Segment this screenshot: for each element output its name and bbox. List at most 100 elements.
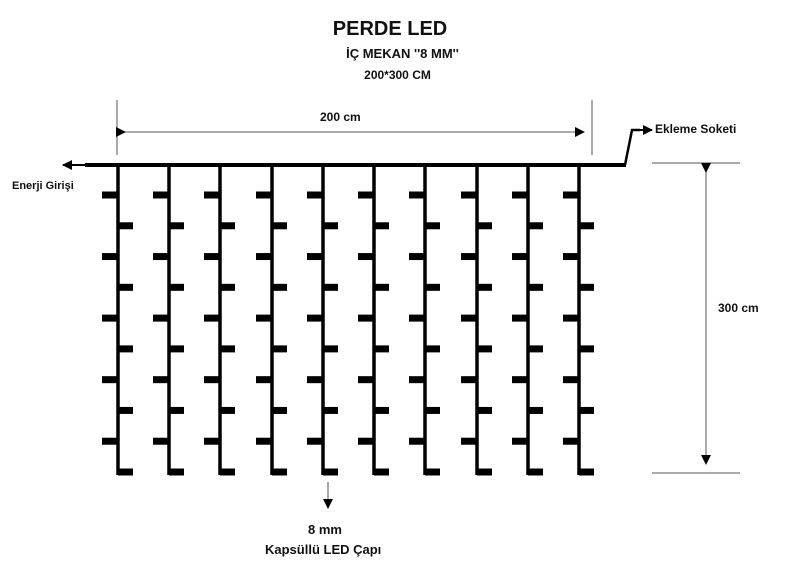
led-bulb <box>323 283 338 291</box>
led-bulb <box>256 437 271 445</box>
led-bulb <box>425 406 440 414</box>
led-bulb <box>579 222 594 230</box>
led-bulb <box>323 345 338 353</box>
subtitle: İÇ MEKAN ''8 MM'' <box>346 46 459 61</box>
led-bulb <box>579 345 594 353</box>
led-bulb <box>358 437 373 445</box>
led-bulb <box>220 222 235 230</box>
led-bulb <box>153 437 168 445</box>
led-bulb <box>169 345 184 353</box>
led-caption: Kapsüllü LED Çapı <box>265 542 382 557</box>
led-bulb <box>204 376 219 384</box>
size-label: 200*300 CM <box>364 68 431 82</box>
led-bulb <box>102 191 117 199</box>
led-strand <box>512 165 543 476</box>
led-bulb <box>169 468 184 476</box>
led-bulb <box>102 437 117 445</box>
led-bulb <box>528 345 543 353</box>
led-bulb <box>323 222 338 230</box>
led-bulb <box>102 376 117 384</box>
led-bulb <box>374 345 389 353</box>
led-bulb <box>409 437 424 445</box>
led-bulb <box>512 253 527 261</box>
led-bulb <box>256 314 271 322</box>
led-bulb <box>323 468 338 476</box>
led-bulb <box>358 376 373 384</box>
led-bulb <box>425 468 440 476</box>
led-bulb <box>512 437 527 445</box>
led-bulb <box>512 376 527 384</box>
page-title: PERDE LED <box>332 18 448 40</box>
led-bulb <box>374 468 389 476</box>
width-label: 200 cm <box>320 110 361 124</box>
led-bulb <box>425 222 440 230</box>
led-bulb <box>118 283 133 291</box>
led-bulb <box>579 468 594 476</box>
led-bulb <box>528 283 543 291</box>
led-bulb <box>220 283 235 291</box>
led-bulb <box>358 253 373 261</box>
led-bulb <box>169 406 184 414</box>
led-bulb <box>374 283 389 291</box>
led-strand <box>256 165 287 476</box>
led-bulb <box>579 406 594 414</box>
led-bulb <box>118 468 133 476</box>
led-bulb <box>425 283 440 291</box>
led-bulb <box>563 253 578 261</box>
led-bulb <box>477 406 492 414</box>
led-bulb <box>102 253 117 261</box>
led-bulb <box>153 314 168 322</box>
led-bulb <box>512 191 527 199</box>
led-bulb <box>461 253 476 261</box>
led-bulb <box>358 191 373 199</box>
led-bulb <box>461 314 476 322</box>
socket-cable <box>623 128 640 166</box>
led-bulb <box>204 437 219 445</box>
led-bulb <box>220 406 235 414</box>
led-bulb <box>512 314 527 322</box>
led-bulb <box>409 376 424 384</box>
led-strand <box>153 165 184 476</box>
led-bulb <box>307 376 322 384</box>
led-bulb <box>272 283 287 291</box>
led-bulb <box>256 253 271 261</box>
led-strand <box>461 165 492 476</box>
led-bulb <box>307 314 322 322</box>
led-bulb <box>272 345 287 353</box>
led-bulb <box>358 314 373 322</box>
led-bulb <box>220 345 235 353</box>
led-bulb <box>374 222 389 230</box>
led-bulb <box>272 406 287 414</box>
power-input-label: Enerji Girişi <box>12 180 74 192</box>
led-bulb <box>461 437 476 445</box>
led-bulb <box>256 191 271 199</box>
led-strand <box>102 165 133 476</box>
led-bulb <box>528 406 543 414</box>
led-bulb <box>118 222 133 230</box>
led-bulb <box>256 376 271 384</box>
led-bulb <box>204 253 219 261</box>
led-bulb <box>374 406 389 414</box>
led-bulb <box>102 314 117 322</box>
led-bulb <box>563 376 578 384</box>
height-label: 300 cm <box>718 301 759 315</box>
led-bulb <box>409 253 424 261</box>
led-size-label: 8 mm <box>308 522 342 537</box>
led-bulb <box>204 314 219 322</box>
led-bulb <box>204 191 219 199</box>
led-strand <box>563 165 594 476</box>
led-bulb <box>220 468 235 476</box>
led-bulb <box>477 345 492 353</box>
led-bulb <box>528 222 543 230</box>
led-bulb <box>579 283 594 291</box>
led-bulb <box>307 191 322 199</box>
led-bulb <box>307 437 322 445</box>
led-bulb <box>477 222 492 230</box>
led-bulb <box>409 191 424 199</box>
led-bulb <box>528 468 543 476</box>
led-bulb <box>272 222 287 230</box>
led-bulb <box>323 406 338 414</box>
led-bulb <box>307 253 322 261</box>
led-bulb <box>477 283 492 291</box>
